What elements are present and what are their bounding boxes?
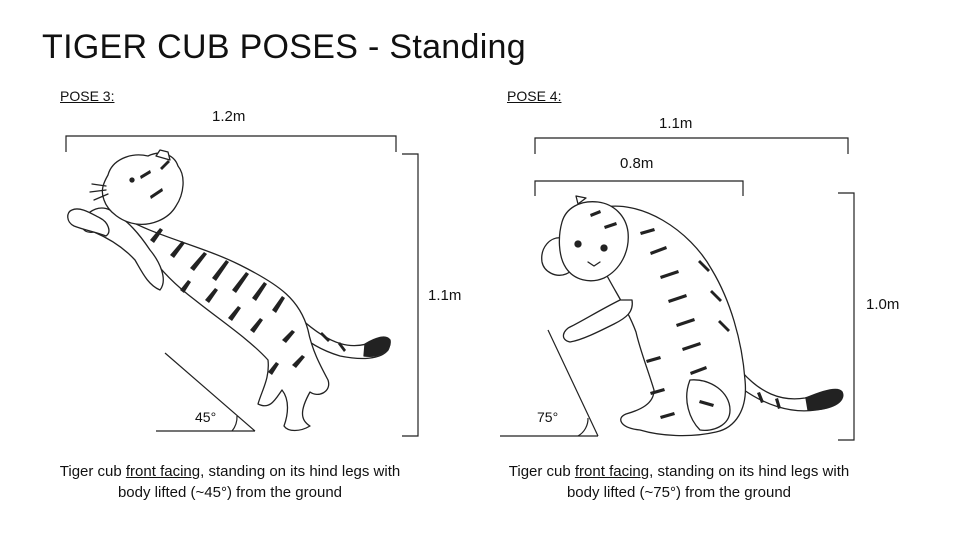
pose-4-width-label: 1.1m [659,115,693,132]
pose-3-angle-arc [231,415,238,432]
pose-4-height-bracket [838,192,855,441]
pose-4-caption-link: front facing [574,463,650,480]
pose-3-height-bracket [402,153,419,437]
pose-4-angle-label: 75° [537,409,559,425]
pose-4-angle-guide [500,329,599,437]
pose-4-angle-arc [577,417,589,437]
pose-4-tiger-illustration [541,195,844,437]
pose-4-inner-width-bracket [534,180,744,196]
pose-3-angle-guide [156,352,256,432]
pose-4-label: POSE 4: [507,88,562,104]
pose-3-label: POSE 3: [60,88,115,104]
page-title: TIGER CUB POSES - Standing [42,28,526,66]
pose-3-tiger-illustration [67,149,391,432]
pose-4-width-bracket [534,137,849,154]
pose-3-caption-link: front facing [125,463,201,480]
pose-4-caption-post: , standing on its hind legs with body li… [566,463,850,501]
pose-4-height-label: 1.0m [866,296,900,313]
pose-4-caption-pre: Tiger cub [508,463,575,480]
pose-3-caption: Tiger cub front facing, standing on its … [50,461,410,503]
pose-4-inner-width-label: 0.8m [620,155,654,172]
pose-3-height-label: 1.1m [428,287,462,304]
pose-4-caption: Tiger cub front facing, standing on its … [499,461,859,503]
pose-3-angle-label: 45° [195,409,217,425]
pose-3-caption-post: , standing on its hind legs with body li… [117,463,401,501]
pose-3-width-label: 1.2m [212,108,246,125]
pose-3-width-bracket [65,135,397,152]
pose-3-caption-pre: Tiger cub [59,463,126,480]
